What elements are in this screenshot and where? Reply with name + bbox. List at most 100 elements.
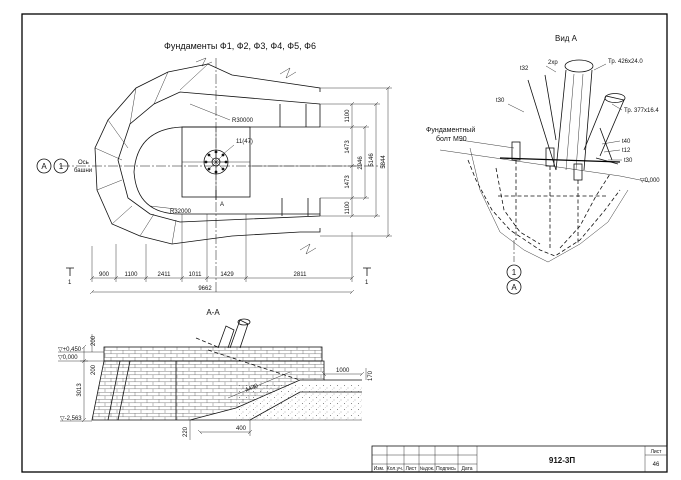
axis-number: 1 bbox=[59, 162, 64, 171]
label-2hr-leader bbox=[545, 65, 557, 73]
dim-right-0: 1100 bbox=[345, 109, 351, 123]
dim-400: 400 bbox=[236, 426, 247, 432]
tb-header-3: №док. bbox=[420, 466, 435, 472]
view-a: Вид А Тр. 426х24.0 Тр. 377х16.4 Фундамен… bbox=[426, 34, 660, 295]
dim-total: 9662 bbox=[198, 286, 212, 292]
section-marker-a: А bbox=[220, 202, 224, 208]
foundation-inner-arc bbox=[133, 126, 183, 215]
pipe-interior-lines bbox=[565, 73, 584, 171]
dim-right-outer2: 5844 bbox=[381, 155, 387, 169]
break-line-top-right bbox=[279, 67, 297, 79]
section-tower-stub bbox=[217, 319, 249, 349]
foundation-outer-outline bbox=[94, 63, 321, 245]
dim-bottom-0: 900 bbox=[99, 272, 110, 278]
dim-1000-line bbox=[321, 371, 365, 377]
radius-inner-label: R32000 bbox=[170, 209, 192, 215]
dim-4430: 4430 bbox=[245, 383, 260, 394]
anchor-bolts bbox=[511, 141, 583, 250]
elevation-bottom: ▽-2,563 bbox=[60, 416, 82, 422]
pipe-426-end bbox=[564, 59, 594, 73]
tb-header-2: Лист bbox=[406, 466, 418, 472]
dim-bottom-5: 2811 bbox=[294, 272, 308, 278]
dim-bottom-4: 1429 bbox=[220, 272, 234, 278]
foundation-dashed bbox=[467, 159, 621, 257]
foundation-outer-bevel bbox=[94, 63, 209, 245]
plan-view: Фундаменты Ф1, Ф2, Ф3, Ф4, Ф5, Ф6 11( bbox=[36, 41, 392, 295]
dim-bottom-3: 1011 bbox=[189, 272, 203, 278]
dim-right-2: 1473 bbox=[345, 175, 351, 189]
sheet-label: Лист bbox=[651, 449, 663, 455]
sheet-number: 46 bbox=[653, 462, 660, 468]
label-t40: t40 bbox=[622, 139, 631, 145]
dim-bottom-1: 1100 bbox=[125, 272, 139, 278]
pipe-426 bbox=[555, 69, 593, 171]
section-top-slab bbox=[103, 346, 323, 362]
arm-step-bottom bbox=[281, 198, 309, 216]
cut-mark-right-label: 1 bbox=[365, 280, 369, 286]
tb-header-1: Кол.уч. bbox=[387, 466, 403, 472]
dimension-chain-bottom: 900 1100 2411 1011 1429 2811 9662 bbox=[89, 214, 355, 295]
break-line-top bbox=[195, 57, 213, 67]
section-title: А-А bbox=[206, 308, 220, 317]
dim-170: 170 bbox=[368, 370, 374, 381]
dim-200-left: 200 bbox=[91, 364, 97, 375]
dim-400-line bbox=[197, 420, 253, 436]
label-t32: t32 bbox=[520, 66, 529, 72]
arm-step-top bbox=[279, 104, 307, 127]
elevation-top: ▽+0,450 bbox=[58, 347, 82, 353]
foundation-ring-band bbox=[117, 91, 321, 223]
view-a-axis-number: 1 bbox=[512, 268, 517, 277]
label-t12: t12 bbox=[622, 148, 631, 154]
dim-right-mid: 2946 bbox=[358, 156, 364, 170]
plan-title: Фундаменты Ф1, Ф2, Ф3, Ф4, Ф5, Ф6 bbox=[164, 41, 316, 51]
radius-inner-leader bbox=[149, 205, 177, 210]
soil-backfill-edge bbox=[235, 379, 362, 421]
pipe-label-426: Тр. 426х24.0 bbox=[608, 59, 643, 65]
elevation-zero: ▽0,000 bbox=[58, 355, 78, 361]
dim-vertical-left bbox=[80, 344, 88, 423]
radius-outer-label: R30000 bbox=[232, 118, 254, 124]
view-a-axis-bubble-number bbox=[506, 264, 522, 280]
axis-letter: А bbox=[41, 162, 47, 171]
dimension-chain-right: 1100 1473 1473 1100 2946 5146 5844 bbox=[250, 85, 392, 239]
cut-mark-right bbox=[363, 267, 371, 276]
label-t30-top: t30 bbox=[496, 98, 505, 104]
axis-caption-line1: Ось bbox=[78, 160, 89, 166]
anchor-callout: 11(47) bbox=[236, 139, 253, 145]
break-line-bottom bbox=[299, 243, 317, 255]
view-a-axis-letter: А bbox=[511, 283, 517, 292]
dim-right-outer1: 5146 bbox=[369, 153, 375, 167]
soil-backfill bbox=[236, 384, 362, 420]
dim-220: 220 bbox=[183, 426, 189, 437]
bolt-label-line1: Фундаментный bbox=[426, 126, 475, 134]
dim-bottom-2: 2411 bbox=[158, 272, 172, 278]
arm-bottom bbox=[182, 198, 321, 216]
bolt-label-line2: болт М90 bbox=[436, 135, 467, 143]
label-t30-top-leader bbox=[507, 103, 525, 113]
bolt-label-leader bbox=[459, 139, 515, 149]
axis-caption-line2: башни bbox=[74, 168, 92, 174]
section-tower-top bbox=[237, 318, 251, 326]
dim-1000: 1000 bbox=[336, 368, 350, 374]
axis-bubble-number bbox=[53, 158, 69, 174]
drawing-number: 912-3П bbox=[549, 456, 575, 465]
pipe-377-end bbox=[604, 93, 626, 103]
view-a-title: Вид А bbox=[555, 34, 578, 43]
cut-mark-left-label: 1 bbox=[68, 280, 72, 286]
dim-right-1: 1473 bbox=[345, 140, 351, 154]
dim-4430-line bbox=[227, 371, 291, 399]
dim-right-3: 1100 bbox=[345, 201, 351, 215]
sheet-frame bbox=[21, 13, 668, 473]
view-a-axis-bubble-letter bbox=[506, 279, 522, 295]
radius-outer-leader bbox=[189, 103, 231, 121]
pipe-label-377-leader bbox=[611, 103, 623, 111]
section-anchor-lines bbox=[195, 337, 301, 381]
pipe-377 bbox=[583, 95, 625, 157]
section-a-a: А-А ▽+0,450 ▽0,000 ▽-2,563 3013 200 200 … bbox=[58, 308, 374, 440]
elevation-zero-view-a: ▽0,000 bbox=[640, 178, 660, 184]
ground-line bbox=[439, 149, 651, 183]
section-sloped-face bbox=[107, 360, 177, 421]
tb-header-5: Дата bbox=[461, 466, 472, 472]
pipe-label-377: Тр. 377х16.4 bbox=[624, 108, 659, 114]
